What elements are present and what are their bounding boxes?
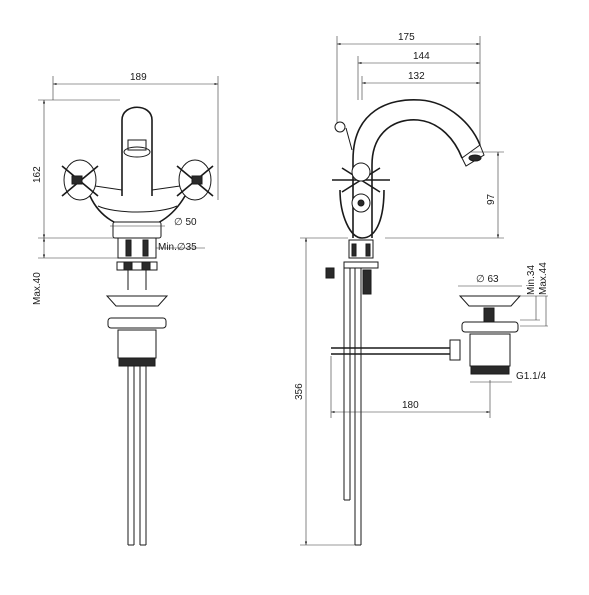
label-front-max-deck: Max.40 xyxy=(32,272,43,305)
label-waste-diameter: ∅ 63 xyxy=(476,274,499,285)
front-deck xyxy=(117,237,157,259)
label-front-width: 189 xyxy=(130,72,147,83)
front-view: 189 162 Max.40 ∅ 50 Min.∅35 xyxy=(32,72,219,546)
label-side-rod-reach: 180 xyxy=(402,400,419,411)
label-side-reach-2: 144 xyxy=(413,51,430,62)
label-front-spout-diameter: ∅ 50 xyxy=(174,217,197,228)
side-spout xyxy=(352,99,481,238)
label-front-height: 162 xyxy=(32,166,43,183)
label-front-hole: Min.∅35 xyxy=(158,242,197,253)
front-spout xyxy=(121,106,153,196)
side-waste-cap xyxy=(458,295,522,307)
label-side-total-reach: 175 xyxy=(398,32,415,43)
label-side-reach-3: 132 xyxy=(408,71,425,82)
label-side-rod-length: 356 xyxy=(294,383,305,400)
label-side-spout-height: 97 xyxy=(486,193,497,205)
side-body xyxy=(339,189,385,239)
label-waste-max: Max.44 xyxy=(538,262,549,295)
label-waste-min: Min.34 xyxy=(526,265,537,295)
front-waste-cap xyxy=(105,295,169,307)
side-view: 175 144 132 97 xyxy=(294,32,549,546)
label-waste-thread: G1.1/4 xyxy=(516,371,546,382)
front-base xyxy=(112,221,162,239)
